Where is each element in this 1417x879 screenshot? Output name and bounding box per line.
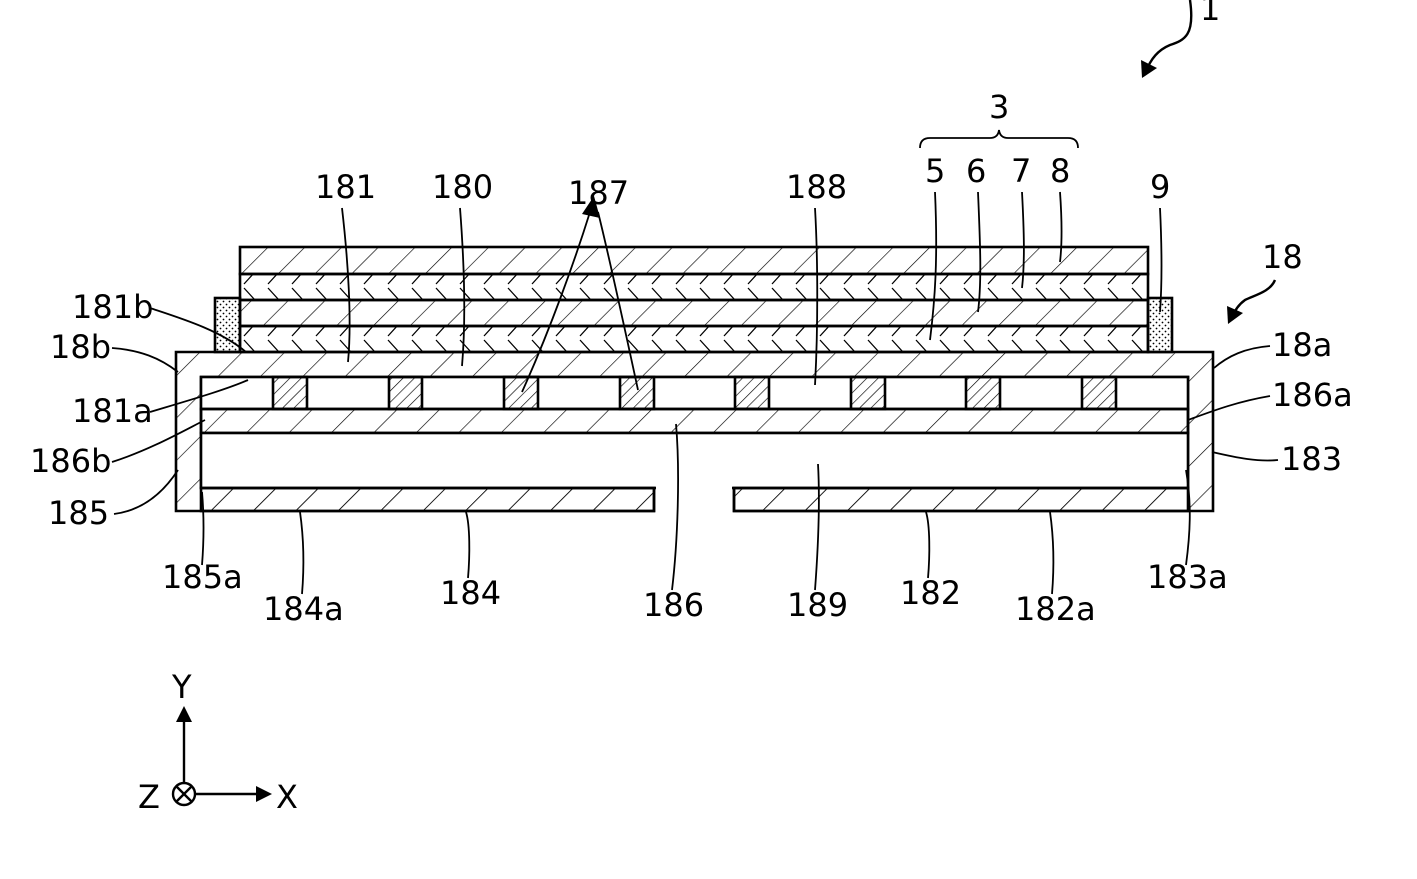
bottom-plate-182	[734, 488, 1188, 511]
bottom-opening	[656, 486, 732, 516]
label-187: 187	[568, 174, 629, 212]
label-figure-ref: 1	[1200, 0, 1220, 28]
layer-8	[240, 247, 1148, 274]
label-184a: 184a	[263, 590, 344, 628]
group-3-brace	[920, 130, 1078, 148]
rib-187	[504, 377, 538, 409]
housing-18	[176, 352, 1213, 516]
chamber-189	[201, 433, 1188, 488]
x-axis-arrow-icon	[256, 786, 272, 802]
label-185: 185	[48, 494, 109, 532]
label-181: 181	[315, 168, 376, 206]
label-184: 184	[440, 574, 501, 612]
label-180: 180	[432, 168, 493, 206]
layer-5	[240, 326, 1148, 352]
figure-ref-arrow	[1146, 0, 1191, 72]
layer-stack-3	[240, 247, 1148, 352]
layer-7	[240, 274, 1148, 300]
label-182: 182	[900, 574, 961, 612]
label-9: 9	[1150, 168, 1170, 206]
rib-187	[966, 377, 1000, 409]
label-183: 183	[1281, 440, 1342, 478]
partition-186	[201, 409, 1188, 433]
axis-label-y: Y	[171, 668, 192, 706]
label-7: 7	[1011, 152, 1031, 190]
rib-187	[1082, 377, 1116, 409]
label-189: 189	[787, 586, 848, 624]
label-assembly-ref: 18	[1262, 238, 1303, 276]
label-186: 186	[643, 586, 704, 624]
label-18a: 18a	[1272, 326, 1332, 364]
label-186a: 186a	[1272, 376, 1353, 414]
axis-label-z: Z	[138, 778, 160, 816]
y-axis-arrow-icon	[176, 706, 192, 722]
rib-187	[851, 377, 885, 409]
arrowhead-icon	[1227, 306, 1243, 324]
label-182a: 182a	[1015, 590, 1096, 628]
label-group-3: 3	[989, 88, 1009, 126]
layer-6	[240, 300, 1148, 326]
label-186b: 186b	[30, 442, 111, 480]
rib-187	[389, 377, 422, 409]
bottom-plate-184	[201, 488, 654, 511]
rib-187	[735, 377, 769, 409]
label-6: 6	[966, 152, 986, 190]
axis-label-x: X	[276, 778, 298, 816]
label-183a: 183a	[1147, 558, 1228, 596]
label-188: 188	[786, 168, 847, 206]
label-18b: 18b	[50, 328, 111, 366]
label-181a: 181a	[72, 392, 153, 430]
rib-187	[273, 377, 307, 409]
label-181b: 181b	[72, 288, 153, 326]
coordinate-axes: Y X Z	[138, 668, 298, 816]
label-5: 5	[925, 152, 945, 190]
label-8: 8	[1050, 152, 1070, 190]
channel-row-181	[201, 377, 1188, 409]
